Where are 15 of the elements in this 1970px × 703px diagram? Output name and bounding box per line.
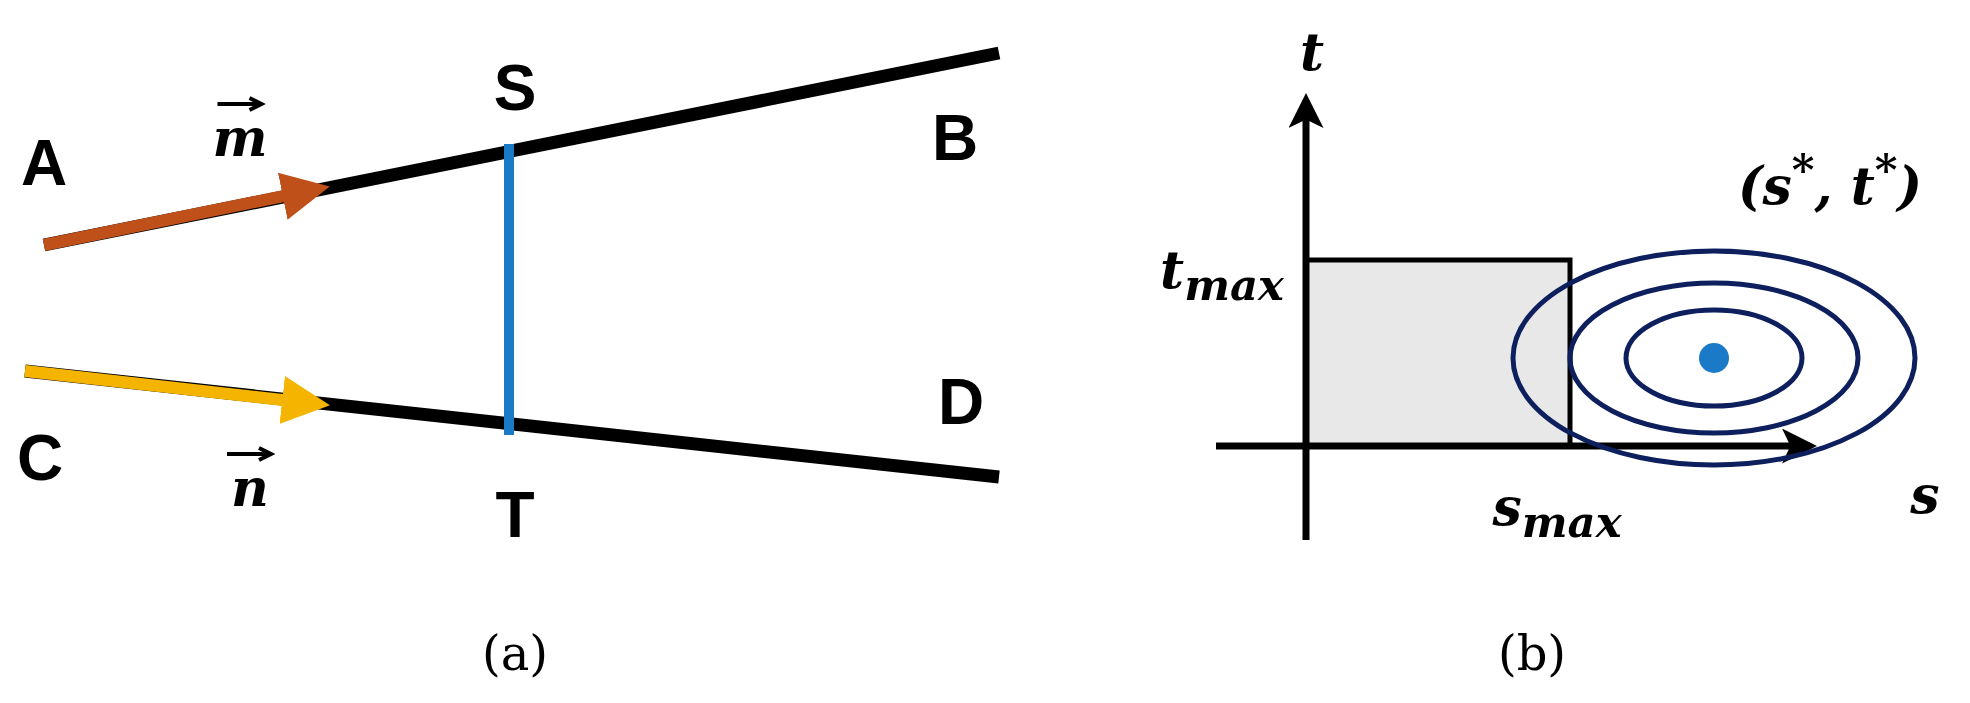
panel-label: (a) <box>481 629 549 677</box>
point-label: S <box>493 56 537 120</box>
point-label: (s$^{*}$, t$^{*}$) <box>1737 148 1923 212</box>
panel-label: (b) <box>1497 629 1567 677</box>
point-label: C <box>16 426 64 490</box>
vector-label: n <box>231 462 269 514</box>
vector-label: m <box>212 112 268 164</box>
axis-label: t$_{max}$ <box>1160 244 1284 306</box>
point-label: A <box>20 131 68 195</box>
axis-label: t <box>1300 26 1324 78</box>
axis-label: s <box>1910 469 1940 521</box>
point-label: T <box>495 483 535 547</box>
point-label: D <box>937 370 985 434</box>
point-label: B <box>931 106 979 170</box>
axis-label: s$_{max}$ <box>1492 481 1622 543</box>
